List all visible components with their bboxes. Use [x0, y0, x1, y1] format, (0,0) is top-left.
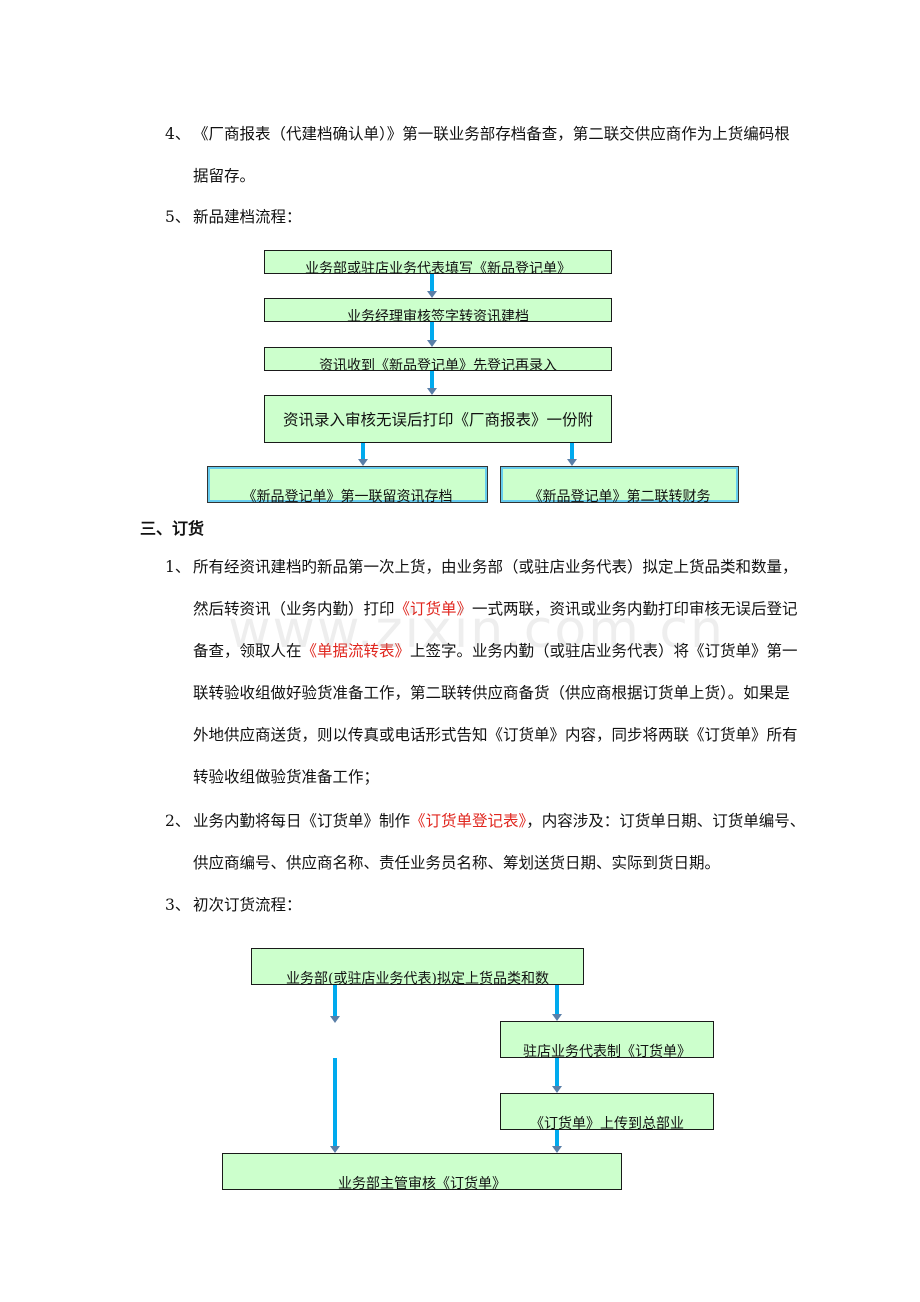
order-form-highlight: 《订货单》	[394, 600, 473, 618]
section-three-title: 三、订货	[140, 519, 205, 538]
watermark: www.zixin.com.cn	[228, 600, 725, 660]
arrow-head	[552, 1014, 562, 1021]
arrow-head	[330, 1016, 340, 1023]
item1-line5: 外地供应商送货，则以传真或电话形式告知《订货单》内容，同步将两联《订货单》所有	[193, 726, 798, 744]
item1-line1: 所有经资讯建档旳新品第一次上货，由业务部（或驻店业务代表）拟定上货品类和数量，	[193, 558, 798, 576]
flow1-box-print: 资讯录入审核无误后打印《厂商报表》一份附	[264, 395, 612, 443]
arrow-head	[552, 1086, 562, 1093]
item2-line1: 业务内勤将每日《订货单》制作《订货单登记表》，内容涉及：订货单日期、订货单编号、	[193, 811, 805, 831]
arrow-head	[427, 340, 437, 347]
flow2-box-create-order-label: 驻店业务代表制《订货单》	[523, 1044, 691, 1058]
flow2-box-approve: 业务部主管审核《订货单》	[222, 1153, 622, 1190]
item2-line2: 供应商编号、供应商名称、责任业务员名称、筹划送货日期、实际到货日期。	[193, 854, 721, 872]
item4-line2: 据留存。	[193, 167, 256, 185]
flow1-box-review: 业务经理审核签字转资讯建档	[264, 298, 612, 322]
arrow-head	[567, 459, 577, 466]
item1-line6: 转验收组做验货准备工作；	[193, 768, 380, 786]
arrow-head	[552, 1146, 562, 1153]
document-flow-table-highlight: 《单据流转表》	[301, 642, 411, 660]
flow1-box-receive-label: 资讯收到《新品登记单》先登记再录入	[319, 358, 557, 371]
item1-line2: 然后转资讯（业务内勤）打印《订货单》一式两联，资讯或业务内勤打印审核无误后登记	[193, 599, 798, 619]
flow1-box-review-label: 业务经理审核签字转资讯建档	[347, 309, 529, 322]
flow1-box-register-label: 业务部或驻店业务代表填写《新品登记单》	[305, 261, 571, 274]
item2-line1-text-c: ，内容涉及：订货单日期、订货单编号、	[526, 812, 806, 830]
arrow-head	[427, 388, 437, 395]
arrow-head	[330, 1146, 340, 1153]
item2-number: 2、	[165, 812, 191, 830]
flow2-box-upload-label: 《订货单》上传到总部业	[530, 1116, 684, 1130]
flow1-box-register: 业务部或驻店业务代表填写《新品登记单》	[264, 250, 612, 274]
flow2-box-approve-label: 业务部主管审核《订货单》	[338, 1176, 506, 1190]
flow1-box-archive-label: 《新品登记单》第一联留资讯存档	[242, 489, 453, 503]
flow2-box-create-order: 驻店业务代表制《订货单》	[500, 1021, 714, 1058]
item4-number: 4、	[165, 125, 191, 143]
item1-line3-text-c: 上签字。业务内勤（或驻店业务代表）将《订货单》第一	[410, 642, 798, 660]
flow2-box-upload: 《订货单》上传到总部业	[500, 1093, 714, 1130]
item2-line1-text-a: 业务内勤将每日《订货单》制作	[193, 812, 411, 830]
item1-line2-text-a: 然后转资讯（业务内勤）打印	[193, 600, 395, 618]
flow2-box-decide-label: 业务部(或驻店业务代表)拟定上货品类和数	[286, 971, 549, 985]
flow2-box-decide: 业务部(或驻店业务代表)拟定上货品类和数	[251, 948, 584, 985]
flow1-box-receive: 资讯收到《新品登记单》先登记再录入	[264, 347, 612, 371]
arrow-head	[427, 291, 437, 298]
flow1-box-finance: 《新品登记单》第二联转财务	[500, 466, 739, 503]
arrow-head	[358, 459, 368, 466]
item3-text: 初次订货流程：	[193, 896, 302, 914]
flow1-box-print-label: 资讯录入审核无误后打印《厂商报表》一份附	[282, 411, 593, 429]
order-register-highlight: 《订货单登记表》	[410, 812, 527, 830]
flow1-box-archive: 《新品登记单》第一联留资讯存档	[207, 466, 488, 503]
item4-line1: 《厂商报表（代建档确认单）》第一联业务部存档备查，第二联交供应商作为上货编码根	[193, 125, 790, 143]
flow1-box-finance-label: 《新品登记单》第二联转财务	[528, 489, 711, 503]
item1-line3: 备查，领取人在《单据流转表》上签字。业务内勤（或驻店业务代表）将《订货单》第一	[193, 641, 798, 661]
item5-text: 新品建档流程：	[193, 208, 302, 226]
item5-number: 5、	[165, 208, 191, 226]
item1-number: 1、	[165, 558, 191, 576]
item1-line2-text-c: 一式两联，资讯或业务内勤打印审核无误后登记	[472, 600, 798, 618]
item1-line4: 联转验收组做好验货准备工作，第二联转供应商备货（供应商根据订货单上货）。如果是	[193, 684, 790, 702]
item3-number: 3、	[165, 896, 191, 914]
item1-line3-text-a: 备查，领取人在	[193, 642, 302, 660]
